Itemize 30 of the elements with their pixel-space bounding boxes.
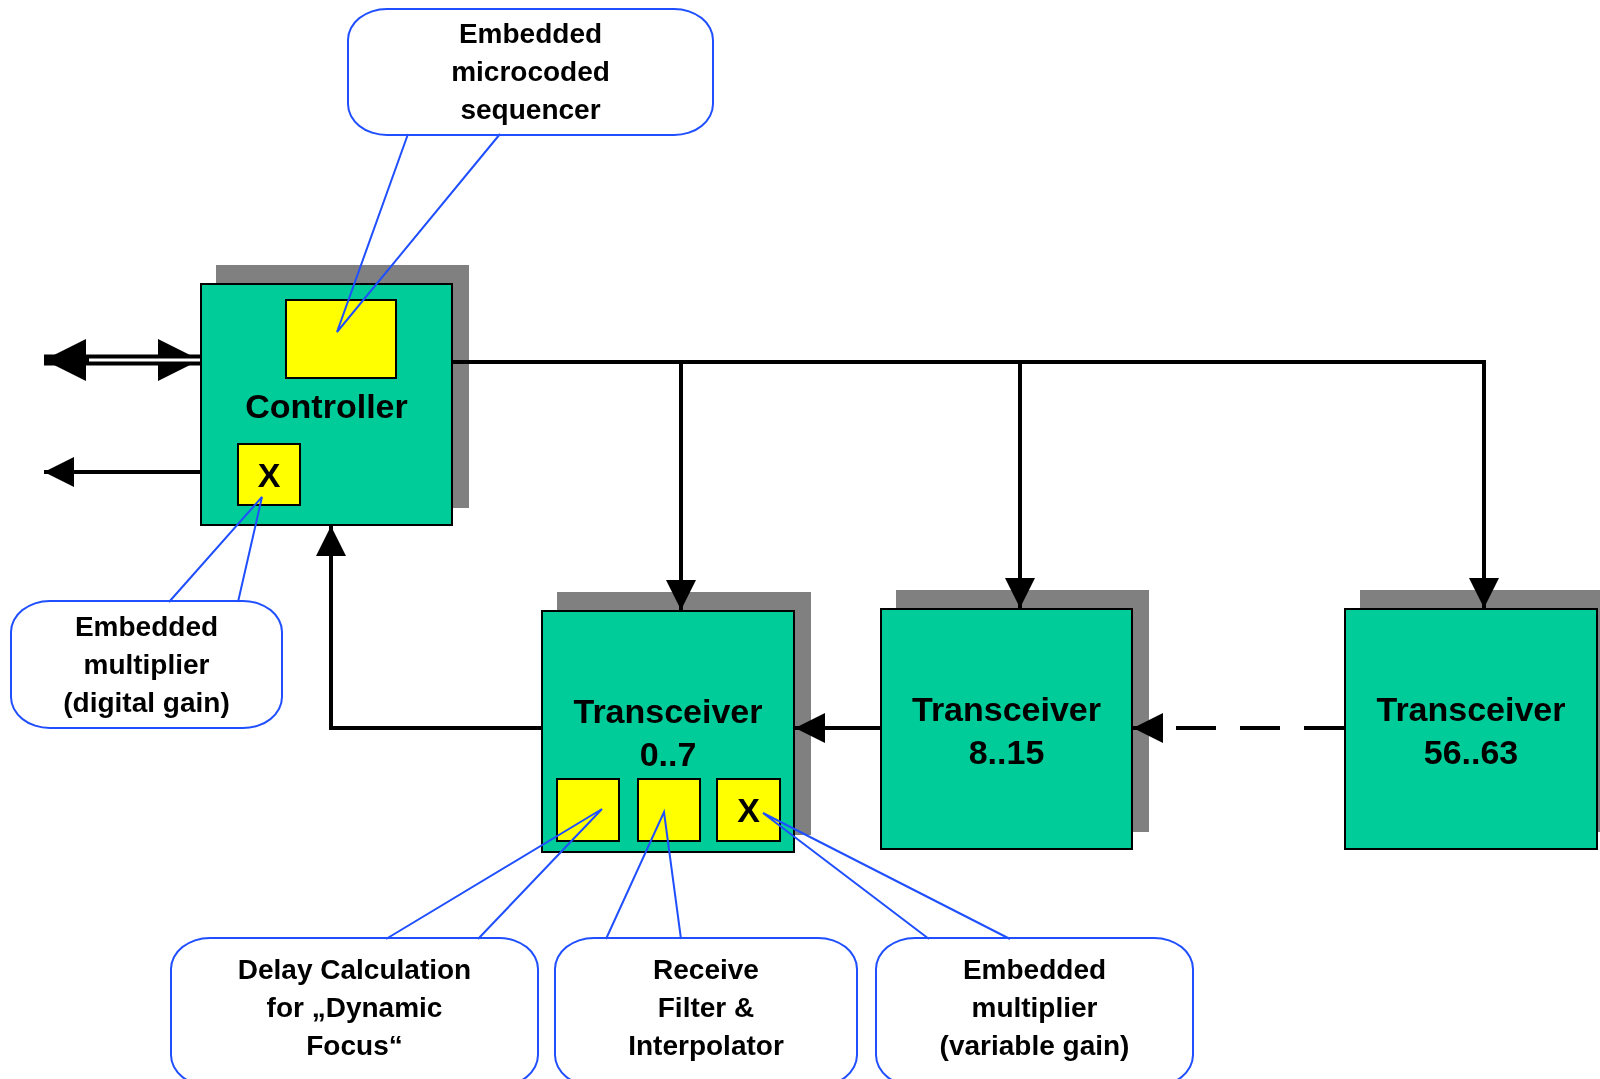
chip-box	[637, 778, 701, 842]
callout-bubble	[347, 8, 714, 136]
double-line-arrow	[44, 339, 200, 381]
arrow	[1133, 713, 1344, 743]
chip-box	[285, 299, 397, 379]
arrow	[316, 526, 541, 730]
arrow	[44, 457, 200, 487]
chip-box	[556, 778, 620, 842]
block-label: Controller	[244, 386, 409, 427]
block-label: Transceiver 8..15	[911, 689, 1102, 773]
callout-text: Receive Filter & Interpolator	[627, 953, 785, 1063]
multiplier-sign: X	[257, 456, 281, 493]
arrow	[795, 713, 880, 743]
block-label: Transceiver 0..7	[572, 691, 764, 775]
callout-tail	[604, 808, 683, 940]
callout-bubble	[10, 600, 283, 729]
multiplier-sign: X	[737, 792, 760, 828]
callout-bubble	[170, 937, 539, 1079]
multiplier-box	[716, 778, 781, 842]
multiplier-box	[237, 443, 301, 506]
callout-text: Embedded multiplier (digital gain)	[62, 609, 231, 720]
callout-bubble	[875, 937, 1194, 1079]
callout-text: Embedded microcoded sequencer	[450, 17, 611, 127]
callout-tail	[762, 812, 1011, 940]
callout-tail	[166, 496, 263, 603]
callout-bubble	[554, 937, 858, 1079]
callout-text: Embedded multiplier (variable gain)	[938, 953, 1131, 1063]
callout-tail	[336, 133, 503, 333]
block-label: Transceiver 56..63	[1375, 689, 1567, 773]
callout-text: Delay Calculation for „Dynamic Focus“	[236, 953, 473, 1063]
